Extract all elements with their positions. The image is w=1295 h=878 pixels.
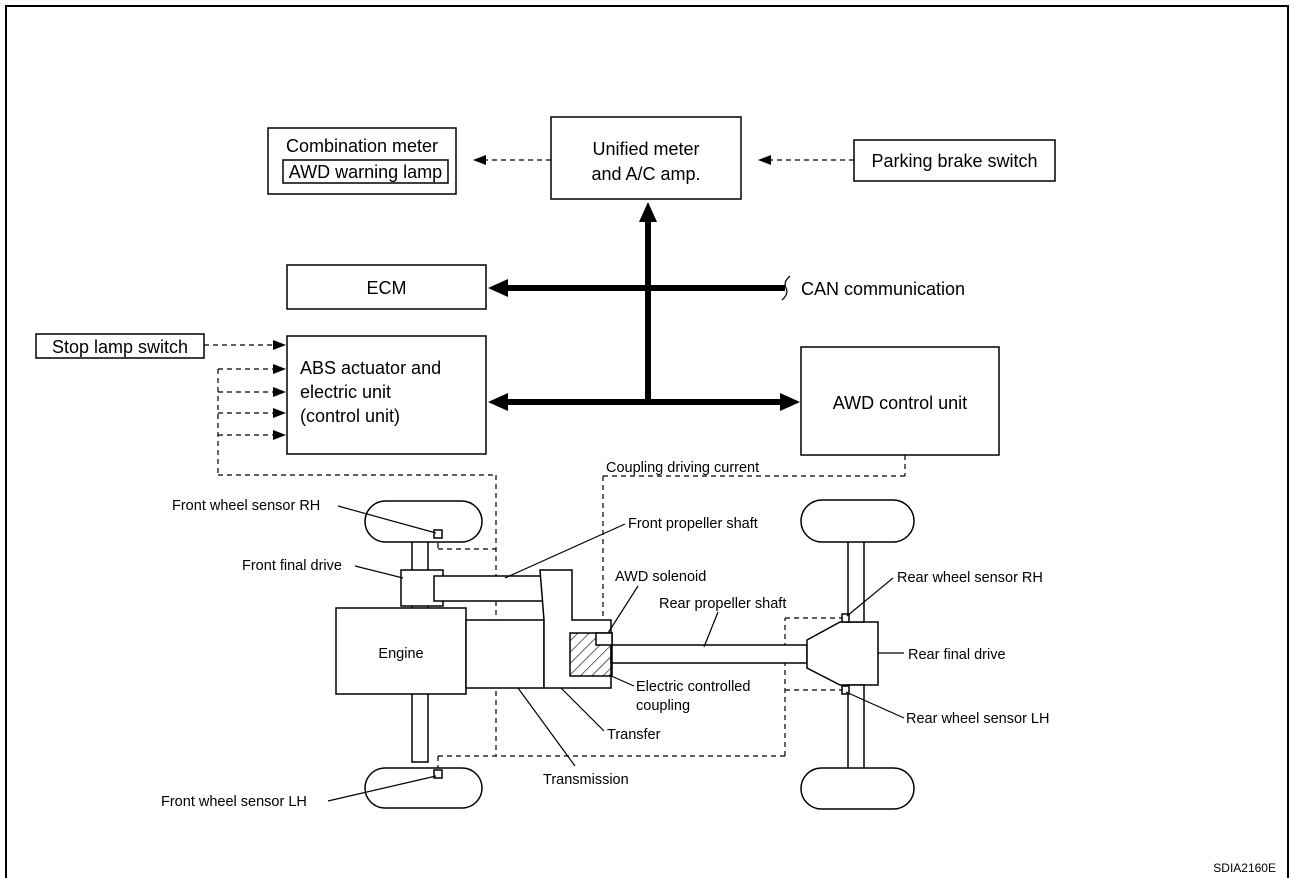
wheel-sensor-dashed-lines	[217, 364, 845, 770]
rear-propeller-shaft-label: Rear propeller shaft	[659, 596, 786, 612]
rear-wheel-rh	[800, 499, 915, 543]
front-final-drive-label: Front final drive	[242, 558, 342, 574]
transmission-label: Transmission	[543, 772, 629, 788]
awd-solenoid-marker	[595, 632, 613, 646]
top-dashed-arrows	[473, 155, 854, 165]
rear-wheel-assembly	[800, 499, 915, 810]
awd-control-unit-label: AWD control unit	[833, 393, 967, 413]
electric-coupling-label-2: coupling	[636, 698, 690, 714]
rear-wheel-lh	[800, 767, 915, 810]
parking-brake-switch-block: Parking brake switch	[853, 139, 1056, 182]
stop-lamp-switch-label: Stop lamp switch	[52, 337, 188, 357]
combination-meter-block: Combination meter AWD warning lamp	[267, 127, 457, 195]
rear-final-drive-label: Rear final drive	[908, 647, 1006, 663]
electric-coupling	[569, 632, 613, 677]
rear-wheel-sensor-lh-marker	[841, 685, 850, 695]
unified-meter-label-1: Unified meter	[592, 139, 699, 159]
drivetrain-labels: Front wheel sensor RH Front propeller sh…	[161, 498, 1049, 810]
rear-wheel-sensor-lh-label: Rear wheel sensor LH	[906, 711, 1049, 727]
stop-lamp-switch-block: Stop lamp switch	[35, 333, 205, 359]
transfer-label: Transfer	[607, 727, 661, 743]
unified-meter-label-2: and A/C amp.	[591, 164, 700, 184]
combination-meter-label: Combination meter	[286, 136, 438, 156]
abs-actuator-block: ABS actuator and electric unit (control …	[286, 335, 487, 455]
can-bus: CAN communication	[488, 202, 965, 411]
rear-wheel-sensor-rh-marker	[841, 613, 850, 623]
outer-frame	[5, 5, 1289, 878]
front-wheel-rh	[364, 500, 483, 543]
leader-lines	[327, 505, 905, 802]
abs-label-1: ABS actuator and	[300, 358, 441, 378]
parking-brake-switch-label: Parking brake switch	[871, 151, 1037, 171]
figure-code: SDIA2160E	[1213, 861, 1276, 875]
coupling-driving-current-label: Coupling driving current	[606, 460, 759, 476]
awd-control-unit-block: AWD control unit	[800, 346, 1000, 456]
front-wheel-sensor-rh-marker	[433, 529, 443, 539]
front-wheel-sensor-rh-label: Front wheel sensor RH	[172, 498, 320, 514]
engine-label: Engine	[378, 646, 423, 662]
can-communication-label: CAN communication	[801, 279, 965, 299]
ecm-block: ECM	[286, 264, 487, 310]
stop-lamp-dashed-arrow	[204, 340, 286, 350]
unified-meter-block: Unified meter and A/C amp.	[550, 116, 742, 200]
front-wheel-sensor-lh-label: Front wheel sensor LH	[161, 794, 307, 810]
abs-label-3: (control unit)	[300, 406, 400, 426]
awd-solenoid-label: AWD solenoid	[615, 569, 706, 585]
abs-label-2: electric unit	[300, 382, 391, 402]
front-wheel-sensor-lh-marker	[433, 769, 443, 779]
rear-final-drive	[806, 621, 879, 686]
rear-wheel-sensor-rh-label: Rear wheel sensor RH	[897, 570, 1043, 586]
awd-warning-lamp-label: AWD warning lamp	[289, 162, 442, 182]
ecm-label: ECM	[367, 278, 407, 298]
front-wheel-lh	[364, 767, 483, 809]
electric-coupling-label-1: Electric controlled	[636, 679, 750, 695]
front-propeller-shaft-label: Front propeller shaft	[628, 516, 758, 532]
engine: Engine	[335, 607, 467, 695]
front-final-drive	[400, 569, 545, 607]
